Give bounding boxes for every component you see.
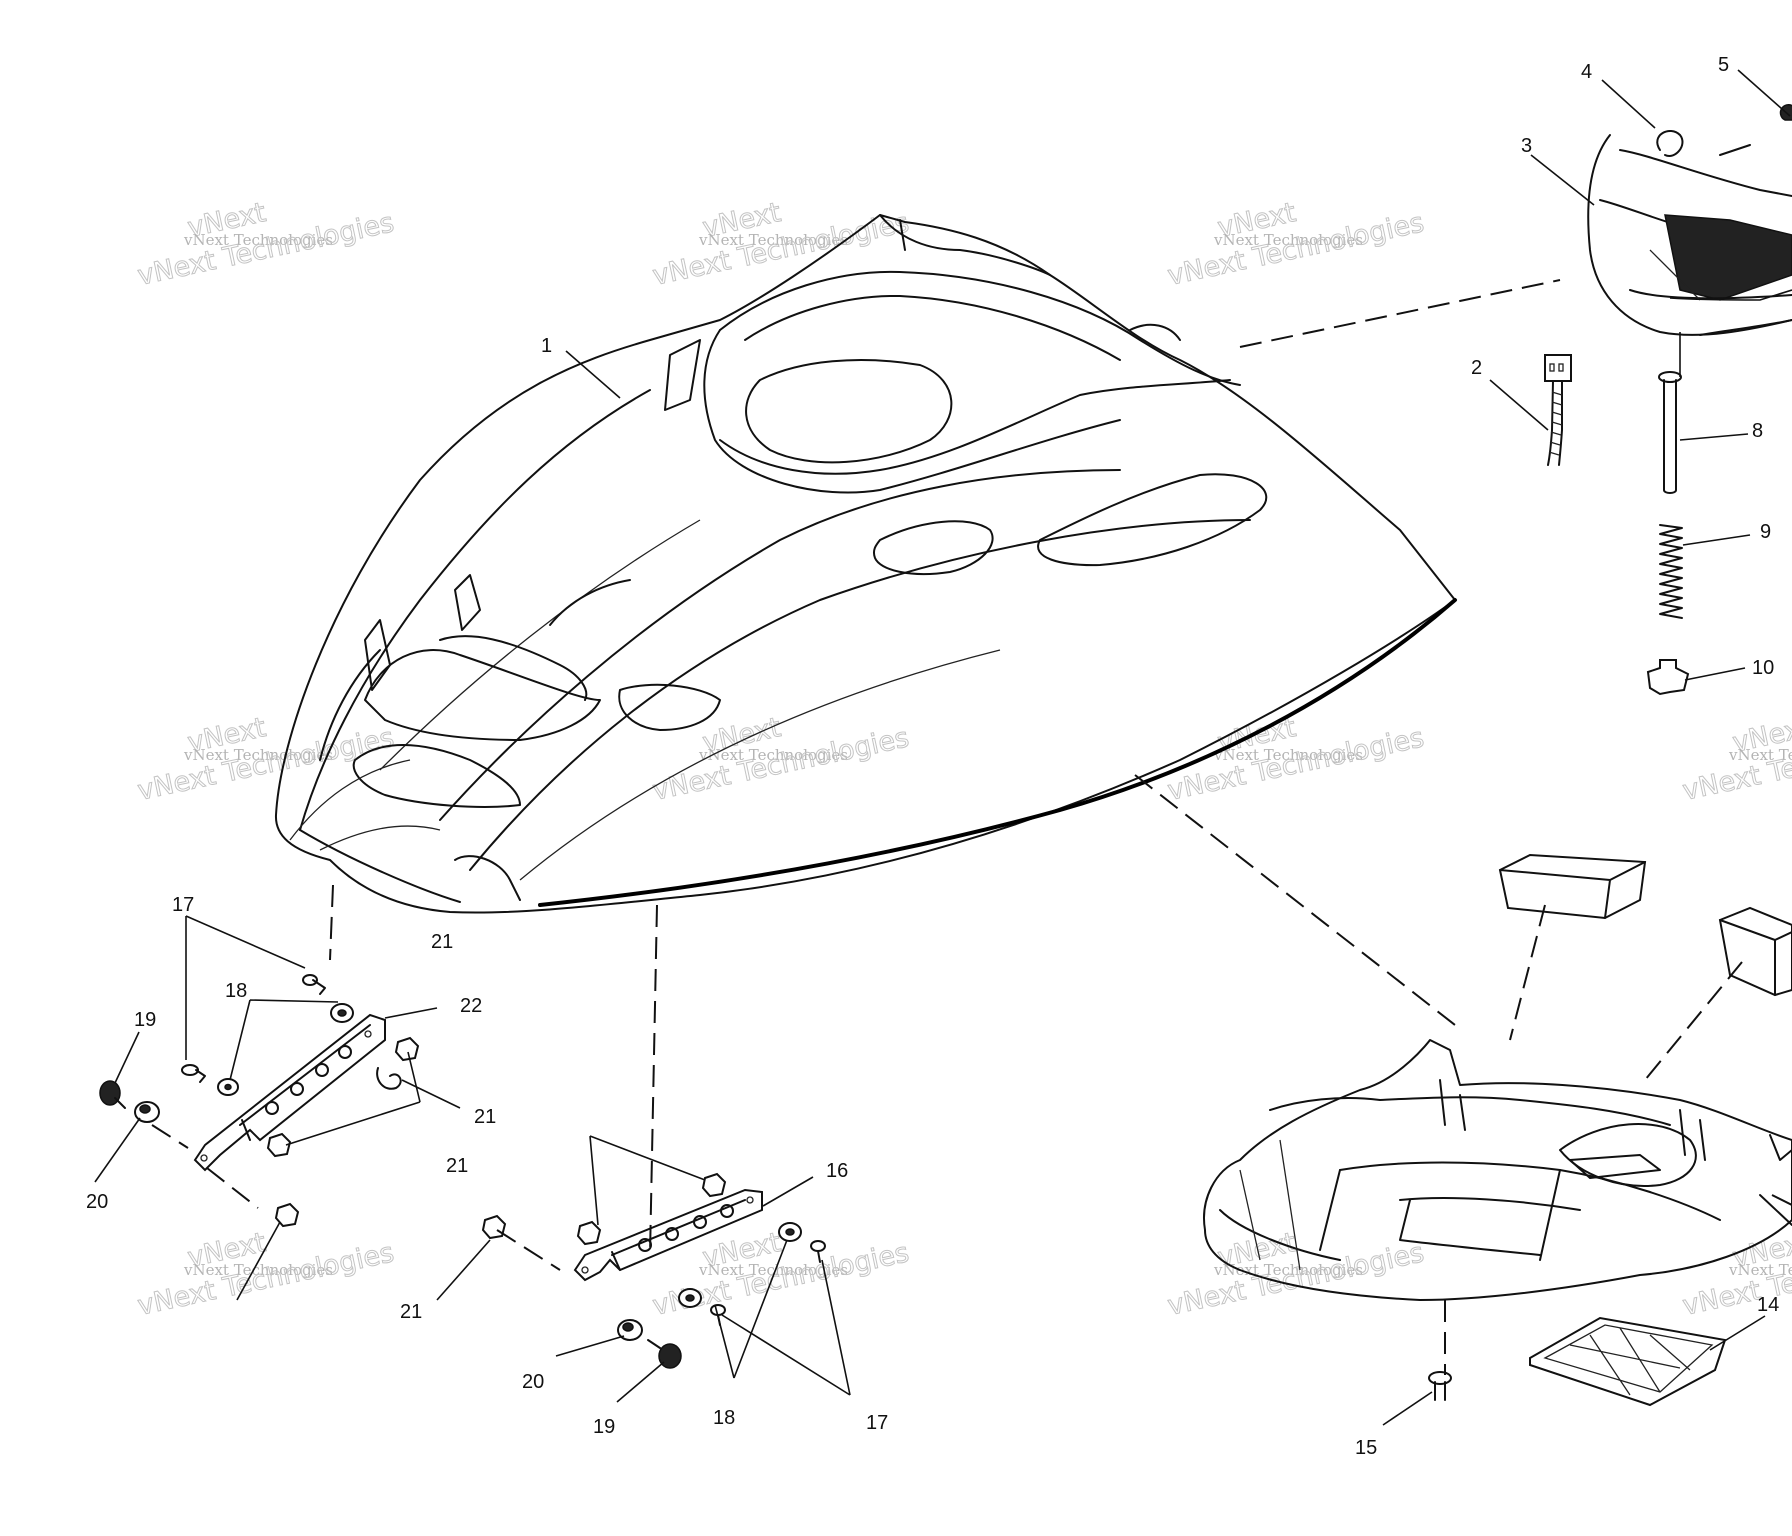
- bracket-part: [193, 1013, 386, 1172]
- watermark: vNext vNext Technologies vNext Technolog…: [1680, 712, 1792, 808]
- callout-label: 17: [866, 1412, 888, 1434]
- washer-part: [778, 1222, 802, 1242]
- watermark-text: vNext Technologies: [1728, 1261, 1792, 1279]
- spring-part: [1659, 524, 1683, 619]
- callout-label: 19: [134, 1009, 156, 1031]
- knurled-bolt-part: [647, 1339, 682, 1369]
- callout-label: 20: [86, 1191, 108, 1213]
- watermark: vNext vNext Technologies vNext Technolog…: [135, 197, 398, 293]
- callout-label: 3: [1521, 135, 1532, 157]
- watermark-text: vNext Technologies: [698, 231, 848, 249]
- washer-part: [330, 1003, 354, 1023]
- nut-part: [701, 1172, 727, 1198]
- dash-panel-assembly: [1587, 104, 1792, 336]
- hardware-parts: [99, 974, 826, 1369]
- watermark-text: vNext Technologies: [698, 1261, 848, 1279]
- clip-part: [376, 1067, 402, 1090]
- callout-label: 21: [400, 1301, 422, 1323]
- screw-part: [181, 1064, 206, 1083]
- screw-part: [302, 974, 326, 995]
- watermark: vNext vNext Technologies vNext Technolog…: [135, 1227, 398, 1323]
- callout-label: 9: [1760, 521, 1771, 543]
- callout-label: 16: [826, 1160, 848, 1182]
- callout-label: 10: [1752, 657, 1774, 679]
- watermark: vNext vNext Technologies vNext Technolog…: [1165, 197, 1428, 293]
- callout-label: 21: [431, 931, 453, 953]
- callout-labels: 1 2 3 4 5 8 9 10 14 15 16 17 17 18 18 19…: [86, 54, 1779, 1459]
- callout-label: 22: [460, 995, 482, 1017]
- grommet-part: [134, 1101, 160, 1123]
- hood-part: [274, 214, 1457, 914]
- bolt-part: [1428, 1371, 1452, 1401]
- watermark-layer: vNext vNext Technologies vNext Technolog…: [135, 197, 1792, 1323]
- watermark-text: vNext Technologies: [183, 1261, 333, 1279]
- knob-part: [1646, 659, 1690, 696]
- nut-part: [481, 1214, 507, 1240]
- watermark: vNext vNext Technologies vNext Technolog…: [650, 197, 913, 293]
- foam-block-part: [1718, 906, 1792, 997]
- watermark-text: vNext Technologies: [698, 746, 848, 764]
- watermark-text: vNext Technologies: [183, 746, 333, 764]
- nut-part: [274, 1202, 300, 1228]
- callout-label: 8: [1752, 420, 1763, 442]
- callout-label: 4: [1581, 61, 1592, 83]
- rod-part: [1658, 371, 1682, 494]
- callout-label: 17: [172, 894, 194, 916]
- nut-part: [266, 1132, 292, 1158]
- callout-label: 19: [593, 1416, 615, 1438]
- bracket-part: [573, 1188, 763, 1282]
- washer-part: [678, 1288, 702, 1308]
- callout-label: 18: [713, 1407, 735, 1429]
- watermark-text: vNext Technologies: [1213, 231, 1363, 249]
- grommet-part: [617, 1319, 643, 1341]
- callout-label: 15: [1355, 1437, 1377, 1459]
- screw-part: [810, 1240, 826, 1263]
- watermark-text: vNext Technologies: [183, 231, 333, 249]
- callout-label: 14: [1757, 1294, 1779, 1316]
- foam-block-part: [1498, 853, 1647, 920]
- callout-label: 2: [1471, 357, 1482, 379]
- callout-label: 21: [474, 1106, 496, 1128]
- belly-pan-part: [1203, 1039, 1792, 1301]
- watermark: vNext vNext Technologies vNext Technolog…: [135, 712, 398, 808]
- assembly-lines: [151, 279, 1792, 1375]
- leader-lines: [94, 69, 1791, 1426]
- callout-label: 1: [541, 335, 552, 357]
- callout-label: 21: [446, 1155, 468, 1177]
- watermark-text: vNext Technologies: [1728, 746, 1792, 764]
- nut-part: [394, 1036, 420, 1062]
- grille-mat-part: [1529, 1316, 1727, 1407]
- wire-connector-part: [1544, 354, 1572, 466]
- callout-label: 20: [522, 1371, 544, 1393]
- callout-label: 18: [225, 980, 247, 1002]
- callout-label: 5: [1718, 54, 1729, 76]
- nut-part: [576, 1220, 602, 1246]
- watermark-text: vNext Technologies: [1213, 746, 1363, 764]
- knurled-bolt-part: [99, 1080, 126, 1109]
- washer-part: [217, 1078, 239, 1096]
